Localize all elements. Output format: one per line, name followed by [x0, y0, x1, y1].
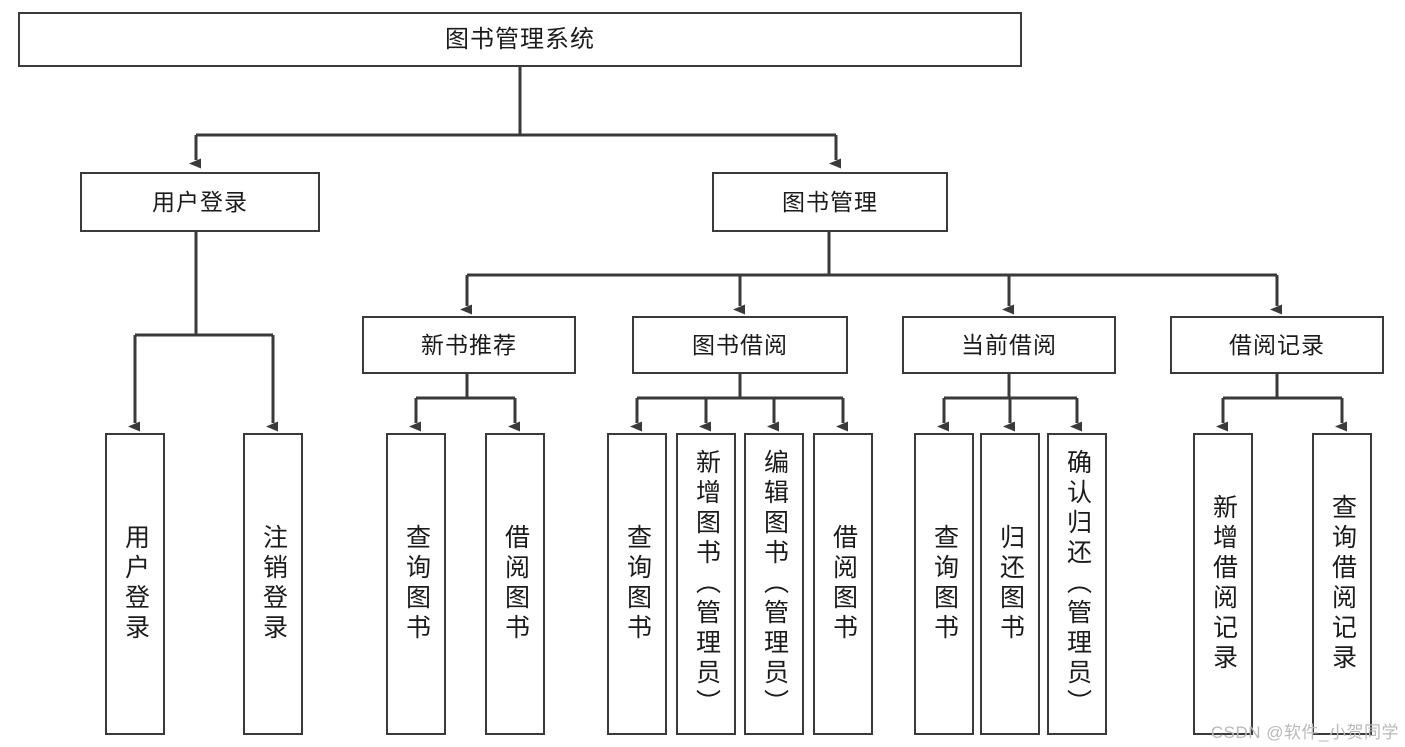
leaf-add-borrow-record[interactable]: 新增借阅记录	[1193, 433, 1253, 735]
node-label: 查询图书	[402, 524, 431, 644]
node-label: 编辑图书（管理员）	[760, 449, 789, 719]
leaf-query-book-borrowing[interactable]: 查询图书	[607, 433, 667, 735]
node-label: 查询图书	[930, 524, 959, 644]
node-new-book-recommendation[interactable]: 新书推荐	[362, 316, 576, 374]
node-label: 借阅记录	[1229, 331, 1325, 358]
node-book-borrowing[interactable]: 图书借阅	[632, 316, 848, 374]
node-label: 借阅图书	[501, 524, 530, 644]
watermark: CSDN @软件_小贺同学	[1210, 723, 1399, 742]
node-current-borrowing[interactable]: 当前借阅	[902, 316, 1116, 374]
node-label: 图书借阅	[692, 331, 788, 358]
node-label: 当前借阅	[961, 331, 1057, 358]
node-label: 归还图书	[996, 524, 1025, 644]
node-borrowing-record[interactable]: 借阅记录	[1170, 316, 1384, 374]
leaf-query-book-current[interactable]: 查询图书	[914, 433, 974, 735]
node-label: 用户登录	[152, 188, 248, 215]
node-label: 查询图书	[623, 524, 652, 644]
node-label: 注销登录	[259, 524, 288, 644]
node-label: 借阅图书	[829, 524, 858, 644]
node-user-login[interactable]: 用户登录	[80, 172, 320, 232]
leaf-confirm-return-admin[interactable]: 确认归还（管理员）	[1047, 433, 1107, 735]
leaf-user-login[interactable]: 用户登录	[105, 433, 165, 735]
leaf-edit-book-admin[interactable]: 编辑图书（管理员）	[744, 433, 804, 735]
leaf-logout[interactable]: 注销登录	[243, 433, 303, 735]
node-label: 用户登录	[121, 524, 150, 644]
leaf-query-book-recommendation[interactable]: 查询图书	[386, 433, 446, 735]
leaf-return-book[interactable]: 归还图书	[980, 433, 1040, 735]
node-label: 图书管理	[782, 188, 878, 215]
leaf-query-borrow-record[interactable]: 查询借阅记录	[1312, 433, 1372, 735]
node-book-management[interactable]: 图书管理	[712, 172, 948, 232]
node-label: 新增借阅记录	[1209, 494, 1238, 674]
node-label: 新书推荐	[421, 331, 517, 358]
leaf-add-book-admin[interactable]: 新增图书（管理员）	[676, 433, 736, 735]
node-label: 查询借阅记录	[1328, 494, 1357, 674]
node-root-book-management-system[interactable]: 图书管理系统	[18, 12, 1022, 67]
leaf-borrow-book[interactable]: 借阅图书	[813, 433, 873, 735]
node-label: 新增图书（管理员）	[692, 449, 721, 719]
node-label: 确认归还（管理员）	[1063, 449, 1092, 719]
node-label: 图书管理系统	[445, 25, 595, 53]
leaf-borrow-book-recommendation[interactable]: 借阅图书	[485, 433, 545, 735]
